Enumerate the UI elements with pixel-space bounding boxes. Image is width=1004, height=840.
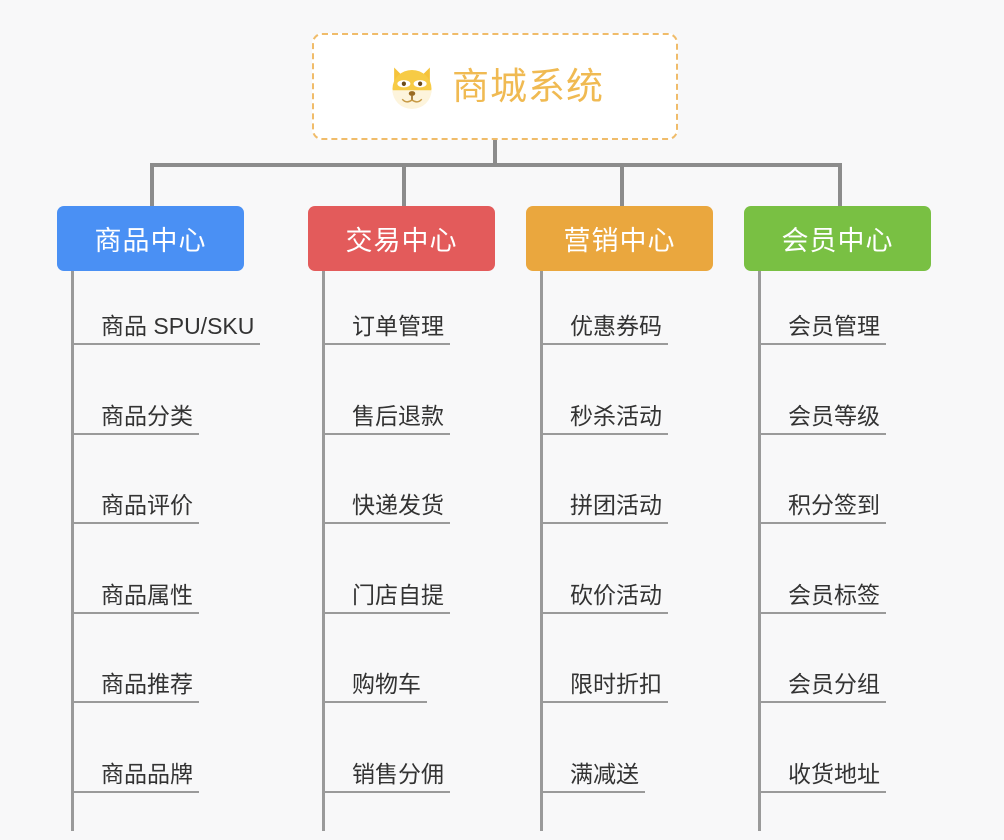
root-node[interactable]: 商城系统 xyxy=(312,33,678,140)
leaf-label: 销售分佣 xyxy=(352,761,444,787)
column-spine-2 xyxy=(322,271,325,831)
connector-root-stem xyxy=(493,140,497,165)
connector-bus xyxy=(150,163,840,167)
leaf-item[interactable]: 门店自提 xyxy=(322,582,450,615)
leaf-item[interactable]: 商品 SPU/SKU xyxy=(71,313,261,346)
leaf-item[interactable]: 砍价活动 xyxy=(540,582,668,615)
leaf-item[interactable]: 售后退款 xyxy=(322,403,450,436)
leaf-item[interactable]: 拼团活动 xyxy=(540,492,668,525)
category-label: 交易中心 xyxy=(345,226,458,256)
leaf-item[interactable]: 满减送 xyxy=(540,761,645,794)
leaf-label: 会员分组 xyxy=(788,671,880,697)
leaf-item[interactable]: 限时折扣 xyxy=(540,671,668,704)
leaf-item[interactable]: 会员分组 xyxy=(758,671,886,704)
leaf-label: 会员等级 xyxy=(788,403,880,429)
connector-drop-4 xyxy=(838,163,842,207)
shiba-dog-face-icon xyxy=(392,67,432,109)
leaf-item[interactable]: 优惠券码 xyxy=(540,313,668,346)
leaf-item[interactable]: 收货地址 xyxy=(758,761,886,794)
category-header-2[interactable]: 交易中心 xyxy=(308,206,495,271)
connector-drop-3 xyxy=(620,163,624,207)
leaf-label: 快递发货 xyxy=(352,492,444,518)
column-spine-3 xyxy=(540,271,543,831)
leaf-item[interactable]: 积分签到 xyxy=(758,492,886,525)
leaf-item[interactable]: 秒杀活动 xyxy=(540,403,668,436)
leaf-item[interactable]: 商品品牌 xyxy=(71,761,199,794)
leaf-label: 收货地址 xyxy=(788,761,880,787)
leaf-item[interactable]: 商品评价 xyxy=(71,492,199,525)
leaf-label: 商品分类 xyxy=(101,403,193,429)
leaf-label: 会员标签 xyxy=(788,582,880,608)
leaf-label: 满减送 xyxy=(570,761,639,787)
root-title: 商城系统 xyxy=(452,66,604,107)
leaf-label: 门店自提 xyxy=(352,582,444,608)
leaf-label: 积分签到 xyxy=(788,492,880,518)
leaf-item[interactable]: 会员等级 xyxy=(758,403,886,436)
category-label: 会员中心 xyxy=(781,226,894,256)
leaf-item[interactable]: 会员标签 xyxy=(758,582,886,615)
leaf-label: 拼团活动 xyxy=(570,492,662,518)
leaf-label: 限时折扣 xyxy=(570,671,662,697)
leaf-item[interactable]: 购物车 xyxy=(322,671,427,704)
leaf-item[interactable]: 商品推荐 xyxy=(71,671,199,704)
column-spine-1 xyxy=(71,271,74,831)
leaf-item[interactable]: 商品分类 xyxy=(71,403,199,436)
category-label: 商品中心 xyxy=(94,226,207,256)
leaf-item[interactable]: 会员管理 xyxy=(758,313,886,346)
leaf-item[interactable]: 快递发货 xyxy=(322,492,450,525)
leaf-label: 订单管理 xyxy=(352,313,444,339)
connector-drop-1 xyxy=(150,163,154,207)
column-spine-4 xyxy=(758,271,761,831)
leaf-label: 购物车 xyxy=(352,671,421,697)
leaf-label: 会员管理 xyxy=(788,313,880,339)
leaf-item[interactable]: 订单管理 xyxy=(322,313,450,346)
leaf-label: 售后退款 xyxy=(352,403,444,429)
category-header-3[interactable]: 营销中心 xyxy=(526,206,713,271)
leaf-label: 商品属性 xyxy=(101,582,193,608)
leaf-label: 商品评价 xyxy=(101,492,193,518)
leaf-item[interactable]: 销售分佣 xyxy=(322,761,450,794)
leaf-item[interactable]: 商品属性 xyxy=(71,582,199,615)
leaf-label: 商品品牌 xyxy=(101,761,193,787)
leaf-label: 商品 SPU/SKU xyxy=(101,313,255,339)
leaf-label: 砍价活动 xyxy=(570,582,662,608)
category-header-1[interactable]: 商品中心 xyxy=(57,206,244,271)
connector-drop-2 xyxy=(402,163,406,207)
leaf-label: 商品推荐 xyxy=(101,671,193,697)
category-header-4[interactable]: 会员中心 xyxy=(744,206,931,271)
leaf-label: 秒杀活动 xyxy=(570,403,662,429)
leaf-label: 优惠券码 xyxy=(570,313,662,339)
category-label: 营销中心 xyxy=(563,226,676,256)
